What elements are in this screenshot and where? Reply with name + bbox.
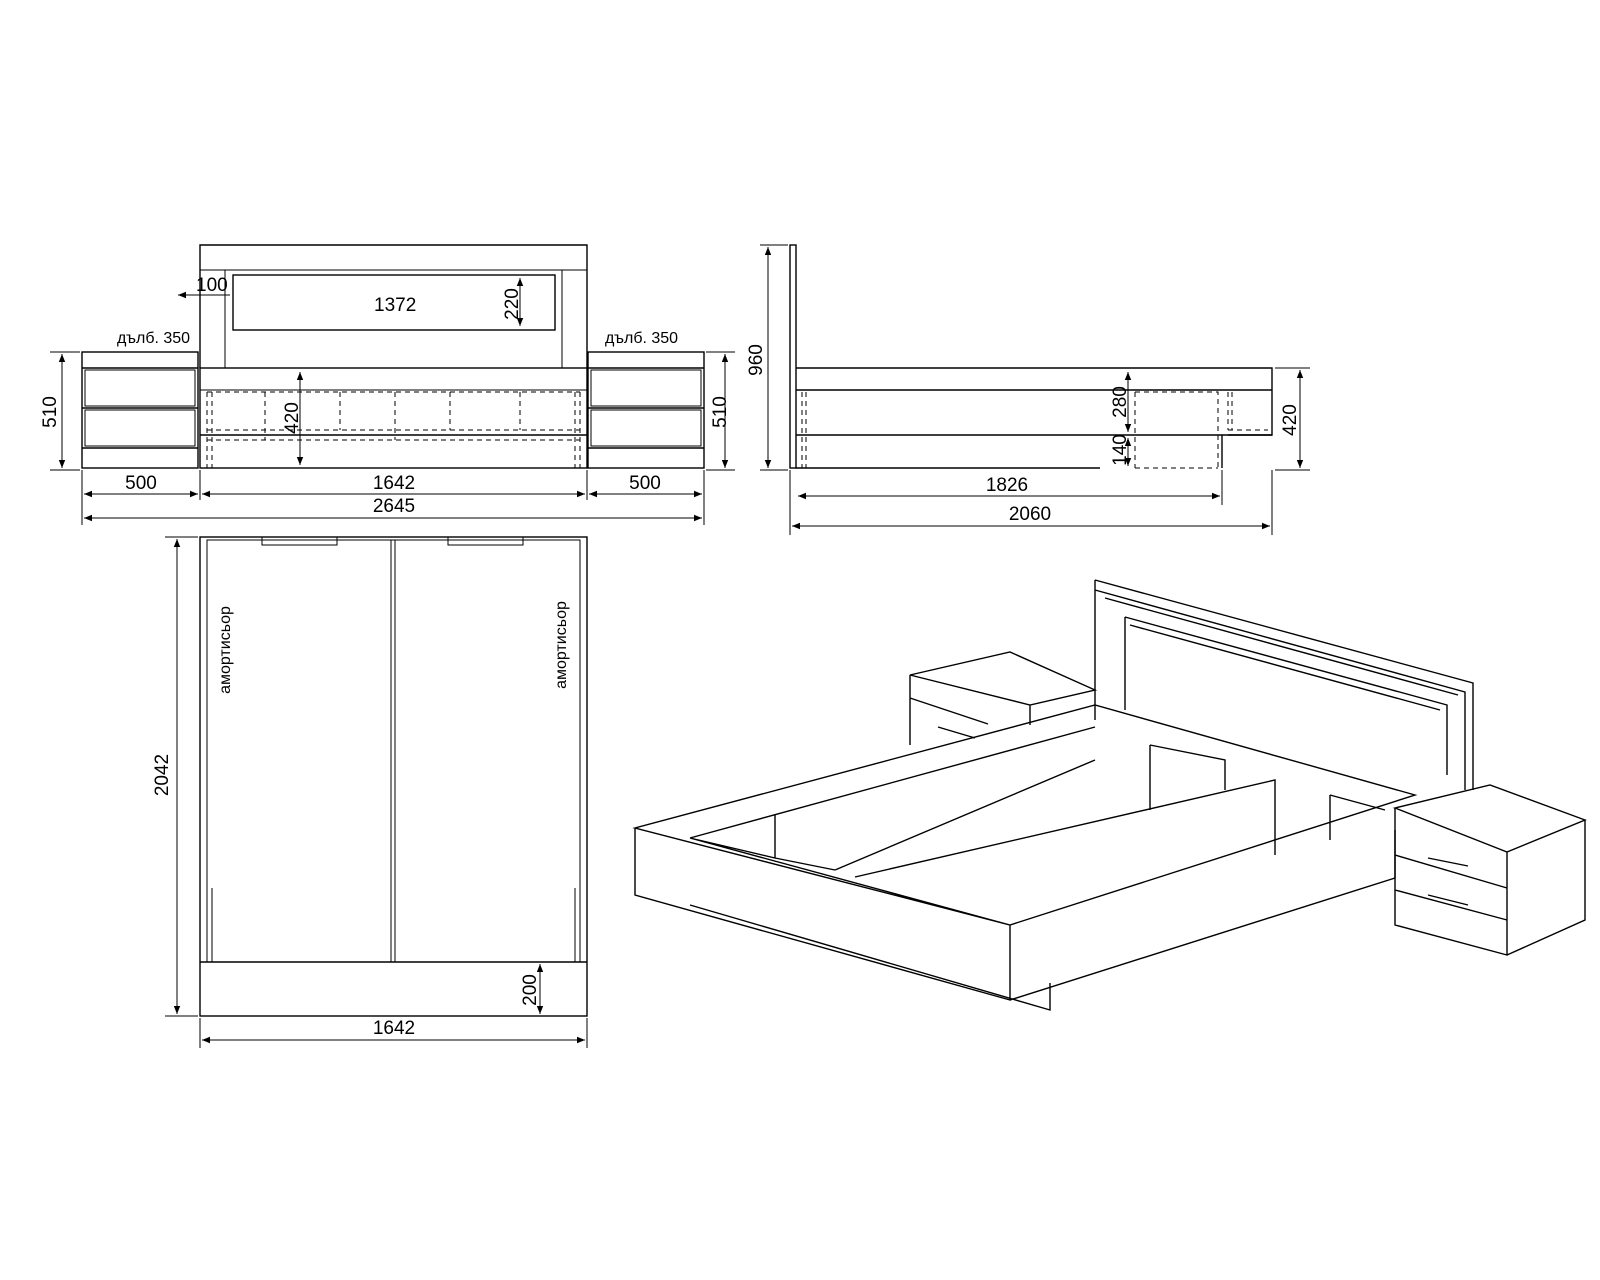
dim-side-upper-height: 280 — [1110, 386, 1131, 418]
dim-headboard-height: 960 — [746, 344, 767, 376]
dim-overall-length: 2060 — [1009, 504, 1051, 525]
dim-headboard-panel-height: 220 — [502, 288, 523, 320]
dim-plan-width: 1642 — [373, 1018, 415, 1039]
plan-view: амортисьор амортисьор 2042 200 1642 — [152, 536, 588, 1048]
dim-inner-length: 1826 — [986, 475, 1028, 496]
dim-bed-width: 1642 — [373, 473, 415, 494]
side-frame — [796, 367, 1273, 469]
dim-nightstand-depth-left: дълб. 350 — [117, 330, 190, 347]
side-view: 960 280 140 420 1826 2060 — [746, 244, 1310, 535]
iso-nightstand-right — [1392, 784, 1587, 956]
side-headboard — [789, 244, 797, 469]
dim-headboard-offset: 100 — [196, 275, 228, 296]
nightstand-left-front — [81, 351, 199, 469]
iso-headboard — [1094, 579, 1474, 790]
dim-nightstand-depth-right: дълб. 350 — [605, 330, 678, 347]
dim-nightstand-height-left: 510 — [40, 396, 61, 428]
plan-handle-left — [261, 536, 338, 546]
dim-nightstand-height-right: 510 — [710, 396, 731, 428]
front-view: 100 1372 220 дълб. 350 дълб. 350 510 510… — [40, 244, 735, 525]
iso-nightstand-left — [909, 651, 1098, 745]
isometric-view — [632, 579, 1587, 1011]
headboard-notch — [224, 270, 563, 368]
dim-plan-length: 2042 — [152, 754, 173, 796]
dim-foot-height: 420 — [1280, 404, 1301, 436]
dim-plan-foot-depth: 200 — [520, 974, 541, 1006]
shock-absorber-label-right: амортисьор — [553, 601, 570, 689]
headboard-outline — [199, 244, 588, 368]
dim-frame-inner-height: 420 — [282, 402, 303, 434]
dim-nightstand-width-left: 500 — [125, 473, 157, 494]
headboard-panel — [232, 274, 556, 331]
dim-overall-width: 2645 — [373, 496, 415, 517]
iso-bed-frame — [632, 704, 1418, 1011]
dim-nightstand-width-right: 500 — [629, 473, 661, 494]
plan-outline — [199, 536, 588, 1017]
dim-side-lower-height: 140 — [1110, 434, 1131, 466]
dim-headboard-panel-width: 1372 — [374, 295, 416, 316]
nightstand-right-front — [587, 351, 705, 469]
plan-handle-right — [447, 536, 524, 546]
bed-frame-front — [199, 367, 588, 469]
shock-absorber-label-left: амортисьор — [217, 606, 234, 694]
